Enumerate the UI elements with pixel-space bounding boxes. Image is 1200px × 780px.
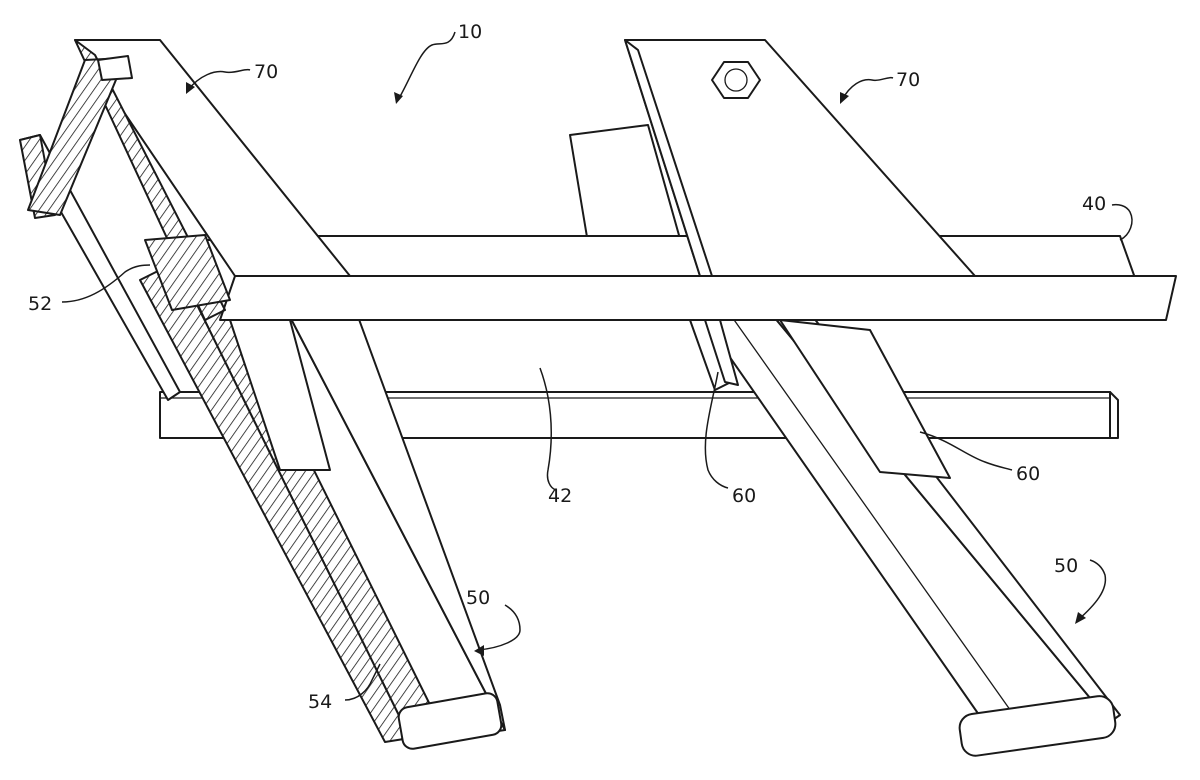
hex-nut-icon xyxy=(711,61,761,99)
right-tube-50 xyxy=(689,299,1121,757)
right-clamp-plate-70 xyxy=(624,39,976,386)
left-clamp-plate-70 xyxy=(19,39,351,401)
numeral-10: 10 xyxy=(458,21,482,43)
numeral-60-center: 60 xyxy=(732,485,756,507)
numeral-50-right: 50 xyxy=(1054,555,1078,577)
numeral-52: 52 xyxy=(28,293,52,315)
numeral-42: 42 xyxy=(548,485,572,507)
left-tube-50 xyxy=(139,239,506,750)
numeral-70-left: 70 xyxy=(254,61,278,83)
numeral-70-right: 70 xyxy=(896,69,920,91)
numeral-50-left: 50 xyxy=(466,587,490,609)
bolt-icon xyxy=(27,57,126,216)
callouts: 10 70 70 40 52 42 60 60 50 50 54 xyxy=(28,21,1133,713)
numeral-60-right: 60 xyxy=(1016,463,1040,485)
numeral-54: 54 xyxy=(308,691,332,713)
numeral-40: 40 xyxy=(1082,193,1106,215)
